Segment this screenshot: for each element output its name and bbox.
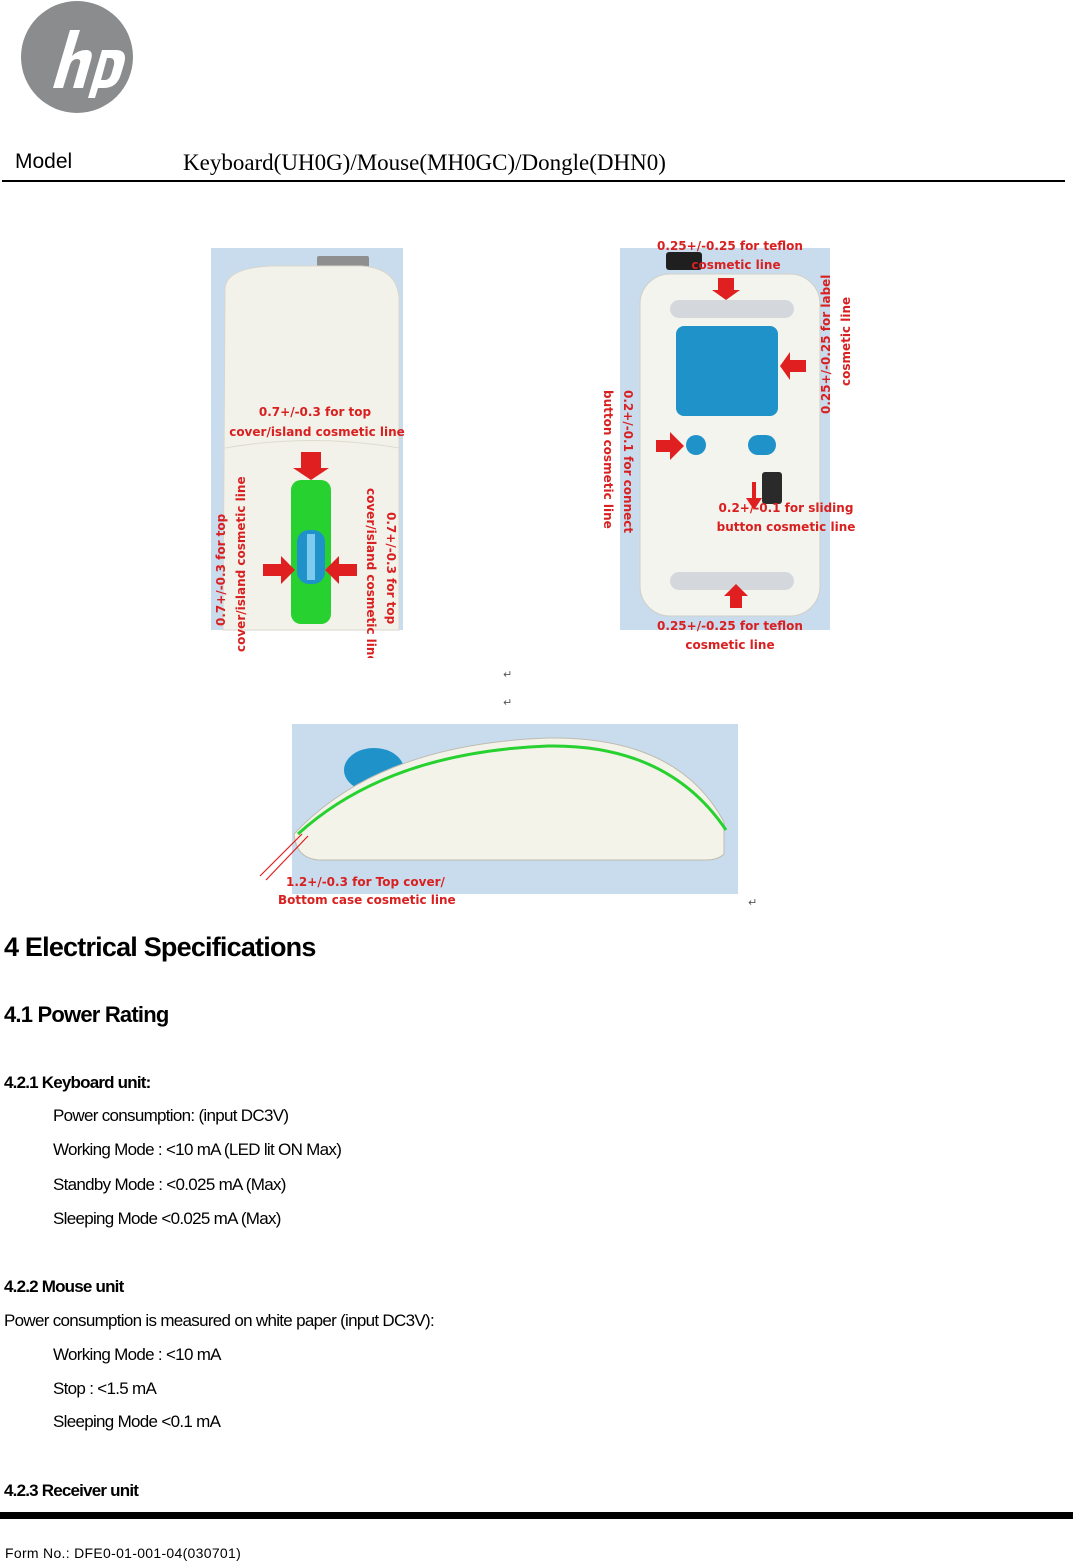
mouse-spec-line: Sleeping Mode <0.1 mA [53,1412,221,1431]
bottom-view-note-top-2: cosmetic line [691,258,780,272]
bottom-view-note-label-1: 0.25+/-0.25 for label [819,275,833,414]
mouse-unit-title: 4.2.2 Mouse unit [4,1277,124,1296]
top-view-note-center-1: 0.7+/-0.3 for top [259,405,372,419]
receiver-unit-title: 4.2.3 Receiver unit [4,1481,139,1500]
bottom-view-note-connect-1: 0.2+/-0.1 for connect [621,390,635,533]
model-label: Model [15,150,73,173]
side-view-note-2: Bottom case cosmetic line [278,893,456,907]
keyboard-spec-line: Working Mode : <10 mA (LED lit ON Max) [53,1140,342,1159]
bottom-view-note-bottom-1: 0.25+/-0.25 for teflon [657,619,803,633]
paragraph-mark: ↵ [503,668,513,681]
keyboard-spec-line: Standby Mode : <0.025 mA (Max) [53,1175,286,1194]
form-number: Form No.: DFE0-01-001-04(030701) [5,1545,242,1561]
mouse-spec-line: Working Mode : <10 mA [53,1345,222,1364]
bottom-view-note-sliding-1: 0.2+/-0.1 for sliding [719,501,854,515]
bottom-view-note-sliding-2: button cosmetic line [717,520,856,534]
top-view-note-left-1: 0.7+/-0.3 for top [214,513,228,626]
mouse-spec-line: Stop : <1.5 mA [53,1379,157,1398]
keyboard-unit-title: 4.2.1 Keyboard unit: [4,1073,151,1092]
mouse-spec-intro: Power consumption is measured on white p… [4,1311,435,1330]
top-view-note-right-2: cover/island cosmetic line [364,488,378,658]
keyboard-spec-line: Power consumption: (input DC3V) [53,1106,289,1125]
top-view-note-left-2: cover/island cosmetic line [234,476,248,652]
bottom-view-note-bottom-2: cosmetic line [685,638,774,652]
keyboard-spec-line: Sleeping Mode <0.025 mA (Max) [53,1209,281,1228]
paragraph-mark: ↵ [503,696,513,709]
side-view-note-1: 1.2+/-0.3 for Top cover/ [286,875,446,889]
bottom-view-note-label-2: cosmetic line [839,297,853,386]
paragraph-mark: ↵ [748,896,758,909]
top-view-note-right-1: 0.7+/-0.3 for top [384,512,398,625]
mouse-side-view-figure: 1.2+/-0.3 for Top cover/ Bottom case cos… [259,724,738,907]
mouse-bottom-view-figure: 0.25+/-0.25 for teflon cosmetic line 0.2… [601,239,856,652]
bottom-view-note-connect-2: button cosmetic line [601,390,615,529]
footer-rule [0,1512,1073,1519]
section-4-1-title: 4.1 Power Rating [4,1002,169,1027]
model-value: Keyboard(UH0G)/Mouse(MH0GC)/Dongle(DHN0) [183,150,666,175]
header-rule [2,180,1065,182]
mouse-top-view-figure: 0.7+/-0.3 for top cover/island cosmetic … [211,248,405,658]
bottom-view-note-top-1: 0.25+/-0.25 for teflon [657,239,803,253]
section-4-title: 4 Electrical Specifications [4,932,316,962]
top-view-note-center-2: cover/island cosmetic line [229,425,405,439]
hp-logo [21,1,133,113]
